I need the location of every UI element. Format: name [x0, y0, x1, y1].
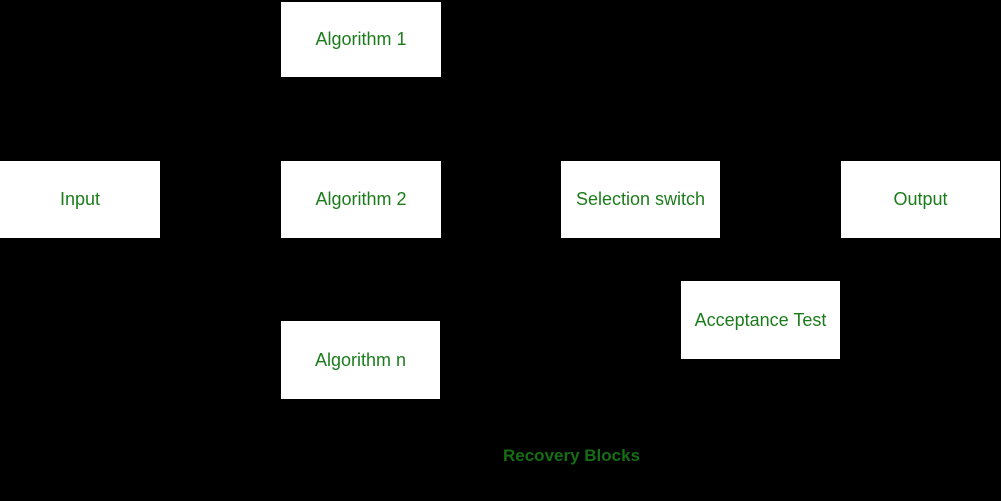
node-input: Input — [0, 161, 160, 238]
diagram-caption: Recovery Blocks — [503, 446, 641, 465]
node-algorithm-n: Algorithm n — [281, 321, 440, 399]
node-algorithm-2: Algorithm 2 — [281, 161, 441, 238]
node-label-input: Input — [59, 189, 101, 209]
node-algorithm-1: Algorithm 1 — [281, 2, 441, 77]
node-label-output: Output — [893, 189, 948, 209]
node-label-algorithm-2: Algorithm 2 — [315, 189, 407, 209]
node-label-algorithm-n: Algorithm n — [314, 349, 407, 370]
node-label-algorithm-1: Algorithm 1 — [315, 29, 407, 49]
node-label-selection-switch: Selection switch — [575, 189, 706, 209]
node-selection-switch: Selection switch — [561, 161, 720, 238]
node-output: Output — [841, 161, 1000, 238]
node-label-acceptance-test: Acceptance Test — [694, 309, 827, 330]
node-acceptance-test: Acceptance Test — [681, 281, 840, 359]
